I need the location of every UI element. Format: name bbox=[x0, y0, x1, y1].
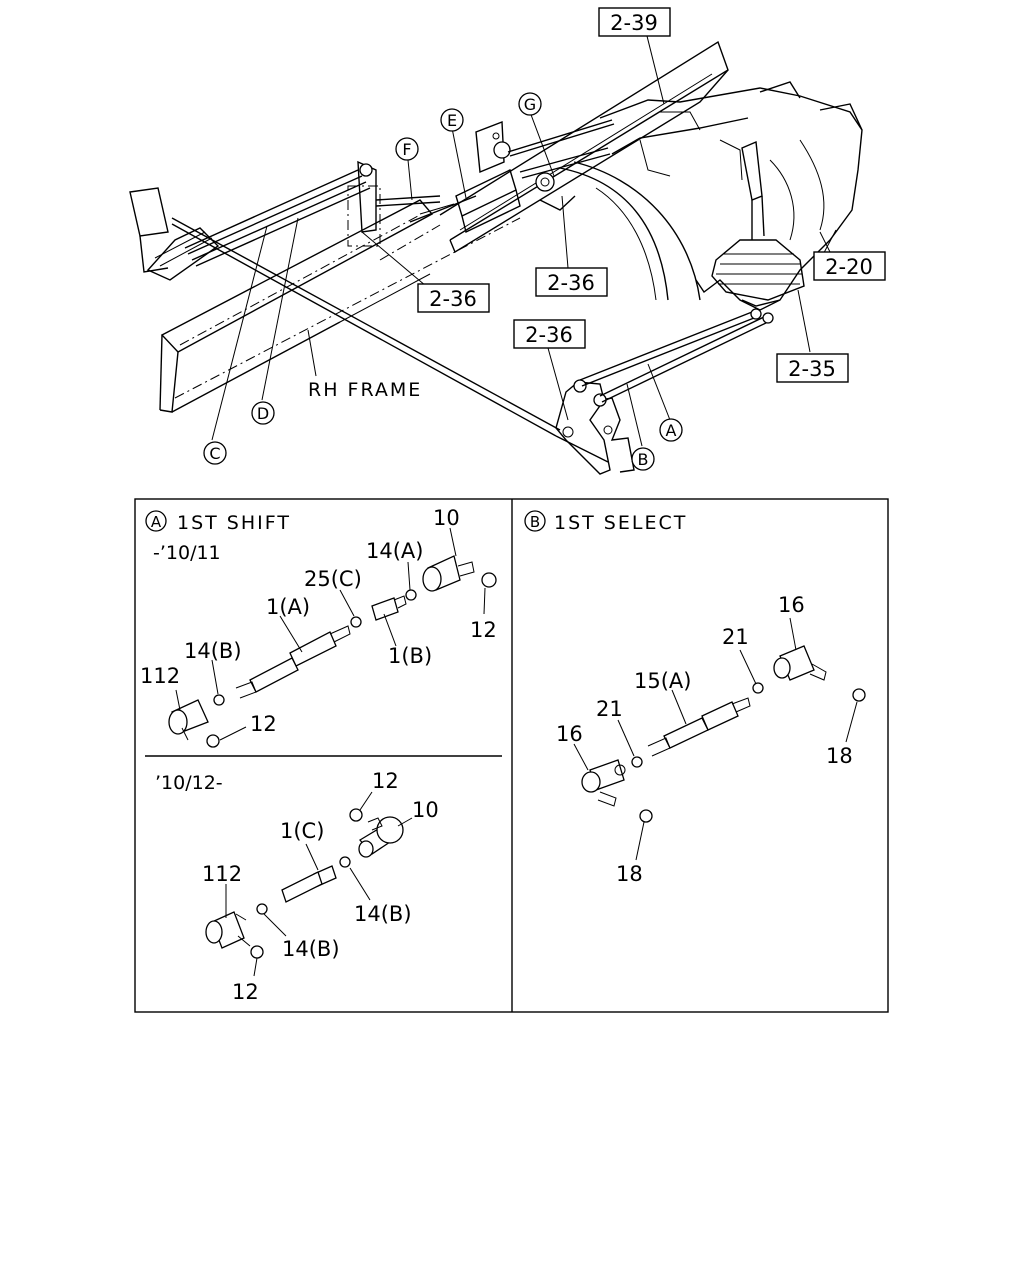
cables-c-d bbox=[184, 169, 371, 267]
label-112-early: 112 bbox=[140, 664, 180, 688]
callout-b-text: B bbox=[638, 450, 649, 469]
callout-f: F bbox=[395, 137, 419, 161]
cross-rod bbox=[171, 217, 561, 437]
label-14b-early: 14(B) bbox=[184, 639, 242, 663]
ref-2-36-center[interactable]: 2-36 bbox=[535, 267, 608, 297]
label-14a: 14(A) bbox=[366, 539, 423, 563]
callout-b: B bbox=[631, 447, 655, 471]
lower-linkage bbox=[555, 308, 774, 475]
upper-frame bbox=[379, 40, 729, 261]
ref-2-39-text: 2-39 bbox=[610, 11, 658, 35]
panel-b-letter: B bbox=[530, 513, 540, 531]
label-112-late: 112 bbox=[202, 862, 242, 886]
callout-d: D bbox=[251, 401, 275, 425]
label-14b-late-left: 14(B) bbox=[282, 937, 340, 961]
label-15a: 15(A) bbox=[634, 669, 691, 693]
left-frame-stub bbox=[129, 187, 220, 281]
bracket-g bbox=[519, 147, 611, 211]
leader-lines bbox=[211, 35, 837, 447]
ref-2-35-text: 2-35 bbox=[788, 357, 836, 381]
panel-b-leaders bbox=[573, 617, 858, 861]
callout-d-text: D bbox=[257, 404, 269, 423]
callout-a: A bbox=[659, 418, 683, 442]
rh-frame-label: RH FRAME bbox=[308, 379, 422, 401]
label-18-right: 18 bbox=[826, 744, 853, 768]
detail-panels bbox=[134, 498, 889, 1013]
ref-2-20[interactable]: 2-20 bbox=[813, 251, 886, 281]
panel-a-top-range: -’10/11 bbox=[153, 542, 221, 564]
label-14b-late-right: 14(B) bbox=[354, 902, 412, 926]
panel-a-letter: A bbox=[151, 513, 162, 531]
label-16-lower: 16 bbox=[556, 722, 583, 746]
label-1a: 1(A) bbox=[266, 595, 310, 619]
callout-g-text: G bbox=[524, 95, 536, 114]
overview-assembly: 2-39 2-20 2-36 2-36 2-36 2-35 A B bbox=[129, 7, 886, 475]
bracket-f bbox=[347, 160, 477, 247]
label-1c: 1(C) bbox=[280, 819, 324, 843]
ref-2-36-lower-text: 2-36 bbox=[525, 323, 573, 347]
panel-a-bottom-range: ’10/12- bbox=[155, 772, 223, 794]
ref-2-36-left[interactable]: 2-36 bbox=[417, 283, 490, 313]
label-12-early-right: 12 bbox=[470, 618, 497, 642]
label-25c: 25(C) bbox=[304, 567, 362, 591]
panel-a-1st-shift: A 1ST SHIFT -’10/11 bbox=[140, 506, 497, 1004]
label-21-upper: 21 bbox=[722, 625, 749, 649]
panel-a-bottom-leaders bbox=[225, 791, 413, 977]
callout-c-text: C bbox=[209, 444, 220, 463]
label-10-late: 10 bbox=[412, 798, 439, 822]
panel-b-title: 1ST SELECT bbox=[554, 512, 687, 534]
bracket-e bbox=[455, 119, 615, 234]
select-rod-assembly bbox=[581, 645, 866, 823]
callout-c: C bbox=[203, 441, 227, 465]
label-12-late-top: 12 bbox=[372, 769, 399, 793]
callout-a-text: A bbox=[666, 421, 677, 440]
label-21-lower: 21 bbox=[596, 697, 623, 721]
ref-2-35[interactable]: 2-35 bbox=[776, 353, 849, 383]
ref-2-39[interactable]: 2-39 bbox=[598, 7, 671, 37]
callout-f-text: F bbox=[402, 140, 411, 159]
ref-2-36-center-text: 2-36 bbox=[547, 271, 595, 295]
callout-e-text: E bbox=[447, 111, 457, 130]
ref-2-36-left-text: 2-36 bbox=[429, 287, 477, 311]
panel-a-title: 1ST SHIFT bbox=[177, 512, 291, 534]
shift-rod-assembly-early bbox=[168, 555, 497, 748]
shift-rod-assembly-late bbox=[205, 808, 404, 959]
ref-2-20-text: 2-20 bbox=[825, 255, 873, 279]
label-16-upper: 16 bbox=[778, 593, 805, 617]
shift-lever bbox=[711, 140, 805, 307]
label-12-early-left: 12 bbox=[250, 712, 277, 736]
callout-g: G bbox=[518, 92, 542, 116]
label-18-bottom: 18 bbox=[616, 862, 643, 886]
panel-a-top-leaders bbox=[175, 527, 486, 741]
label-1b: 1(B) bbox=[388, 644, 432, 668]
ref-2-36-lower[interactable]: 2-36 bbox=[513, 319, 586, 349]
callout-e: E bbox=[440, 108, 464, 132]
label-10-early: 10 bbox=[433, 506, 460, 530]
transmission-housing bbox=[559, 81, 863, 311]
label-12-late-bottom: 12 bbox=[232, 980, 259, 1004]
panel-b-1st-select: B 1ST SELECT 16 bbox=[524, 510, 866, 886]
